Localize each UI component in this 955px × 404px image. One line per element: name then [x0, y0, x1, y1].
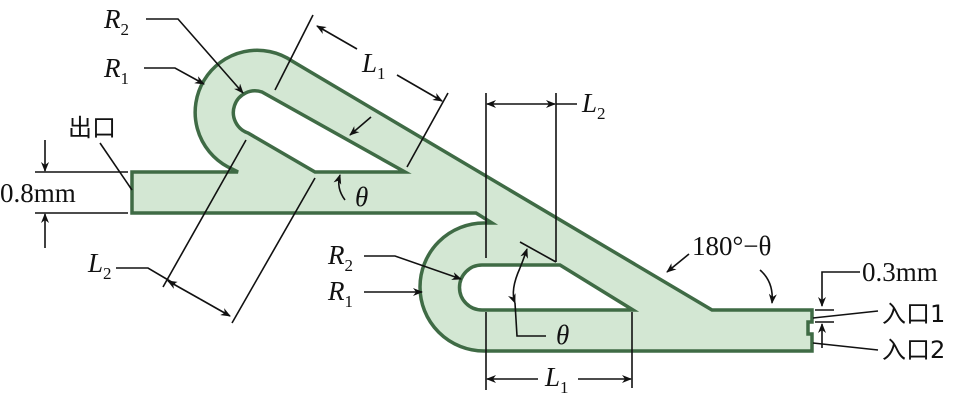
supplement-arrow-diagonal [666, 253, 690, 273]
wall-thickness-arrow [349, 116, 372, 136]
lower-theta-dimension [508, 241, 557, 337]
inlet2-leader [812, 342, 879, 351]
supplement-angle-label: 180°−θ [692, 231, 771, 261]
bottom-l1-label: L1 [544, 362, 569, 397]
right-l2-dimension [485, 93, 577, 262]
upper-r2-leader [146, 18, 244, 94]
upper-theta-label: θ [355, 182, 368, 212]
inlet1-label: 入口1 [882, 300, 945, 328]
upper-r1-label: R1 [103, 53, 129, 88]
upper-l1-dimension [274, 14, 449, 168]
inlet-width-dimension [815, 271, 860, 348]
inlet2-label: 入口2 [882, 336, 945, 364]
outlet-width-dimension [35, 140, 128, 248]
upper-r1-leader [144, 67, 205, 85]
inlet-width-label: 0.3mm [862, 257, 938, 287]
left-l2-dimension [116, 139, 316, 324]
left-l2-label: L2 [87, 248, 112, 283]
upper-l1-label: L1 [361, 48, 386, 83]
lower-r2-label: R2 [327, 240, 353, 275]
right-l2-label: L2 [581, 88, 606, 123]
outlet-leader [99, 142, 133, 191]
outlet-label: 出口 [68, 114, 116, 142]
lower-theta-label: θ [556, 320, 569, 350]
lower-r1-label: R1 [327, 276, 353, 311]
bottom-l1-dimension [485, 312, 633, 390]
lower-loop-hole [457, 263, 640, 312]
upper-theta-arrow [333, 174, 346, 201]
supplement-arrow-horizontal [759, 269, 777, 304]
upper-r2-label: R2 [103, 4, 129, 39]
upper-loop-hole [231, 89, 412, 174]
outlet-width-label: 0.8mm [0, 178, 76, 208]
inlet1-leader [812, 310, 879, 319]
lower-r2-leader [364, 255, 462, 280]
